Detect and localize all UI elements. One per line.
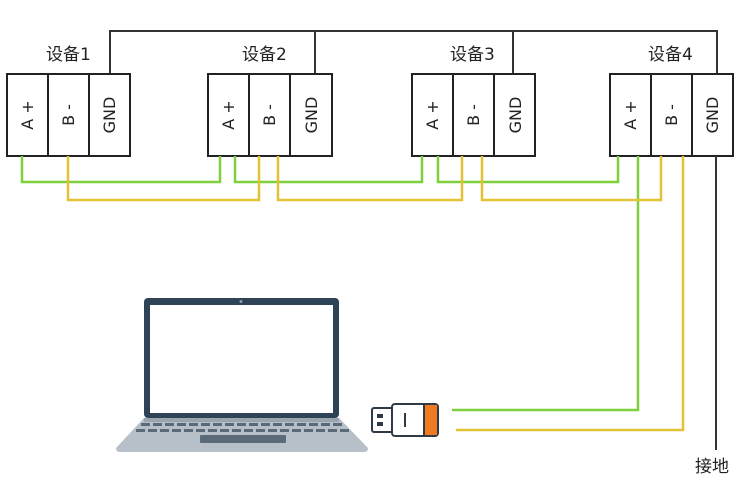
device-4-terminal-block: A + B - GND (609, 73, 734, 157)
device-3-b-label: B - (464, 104, 483, 126)
device-1-gnd-label: GND (100, 97, 119, 134)
device-1-terminal-block: A + B - GND (6, 73, 131, 157)
usb-adapter-icon (371, 403, 439, 437)
a-line-wiring (20, 156, 640, 412)
gnd-bus-line (109, 30, 718, 74)
device-2-gnd-label: GND (302, 97, 321, 134)
device-2-label: 设备2 (242, 45, 287, 65)
device-2-a-label: A + (219, 100, 238, 129)
device-1-a-label: A + (18, 100, 37, 129)
device-3-label: 设备3 (450, 45, 495, 65)
device-4-gnd-label: GND (703, 97, 722, 134)
device-3-terminal-block: A + B - GND (411, 73, 536, 157)
device-2-terminal-block: A + B - GND (207, 73, 333, 157)
b-line-wiring (66, 156, 685, 432)
ground-label: 接地 (695, 457, 729, 477)
device-4-label: 设备4 (648, 45, 693, 65)
device-4-b-label: B - (662, 104, 681, 126)
device-3-gnd-label: GND (506, 97, 525, 134)
device-1-b-label: B - (59, 104, 78, 126)
device-1-label: 设备1 (46, 45, 91, 65)
device-4-a-label: A + (621, 100, 640, 129)
device-2-b-label: B - (260, 104, 279, 126)
device-3-a-label: A + (423, 100, 442, 129)
laptop-icon (116, 298, 368, 452)
